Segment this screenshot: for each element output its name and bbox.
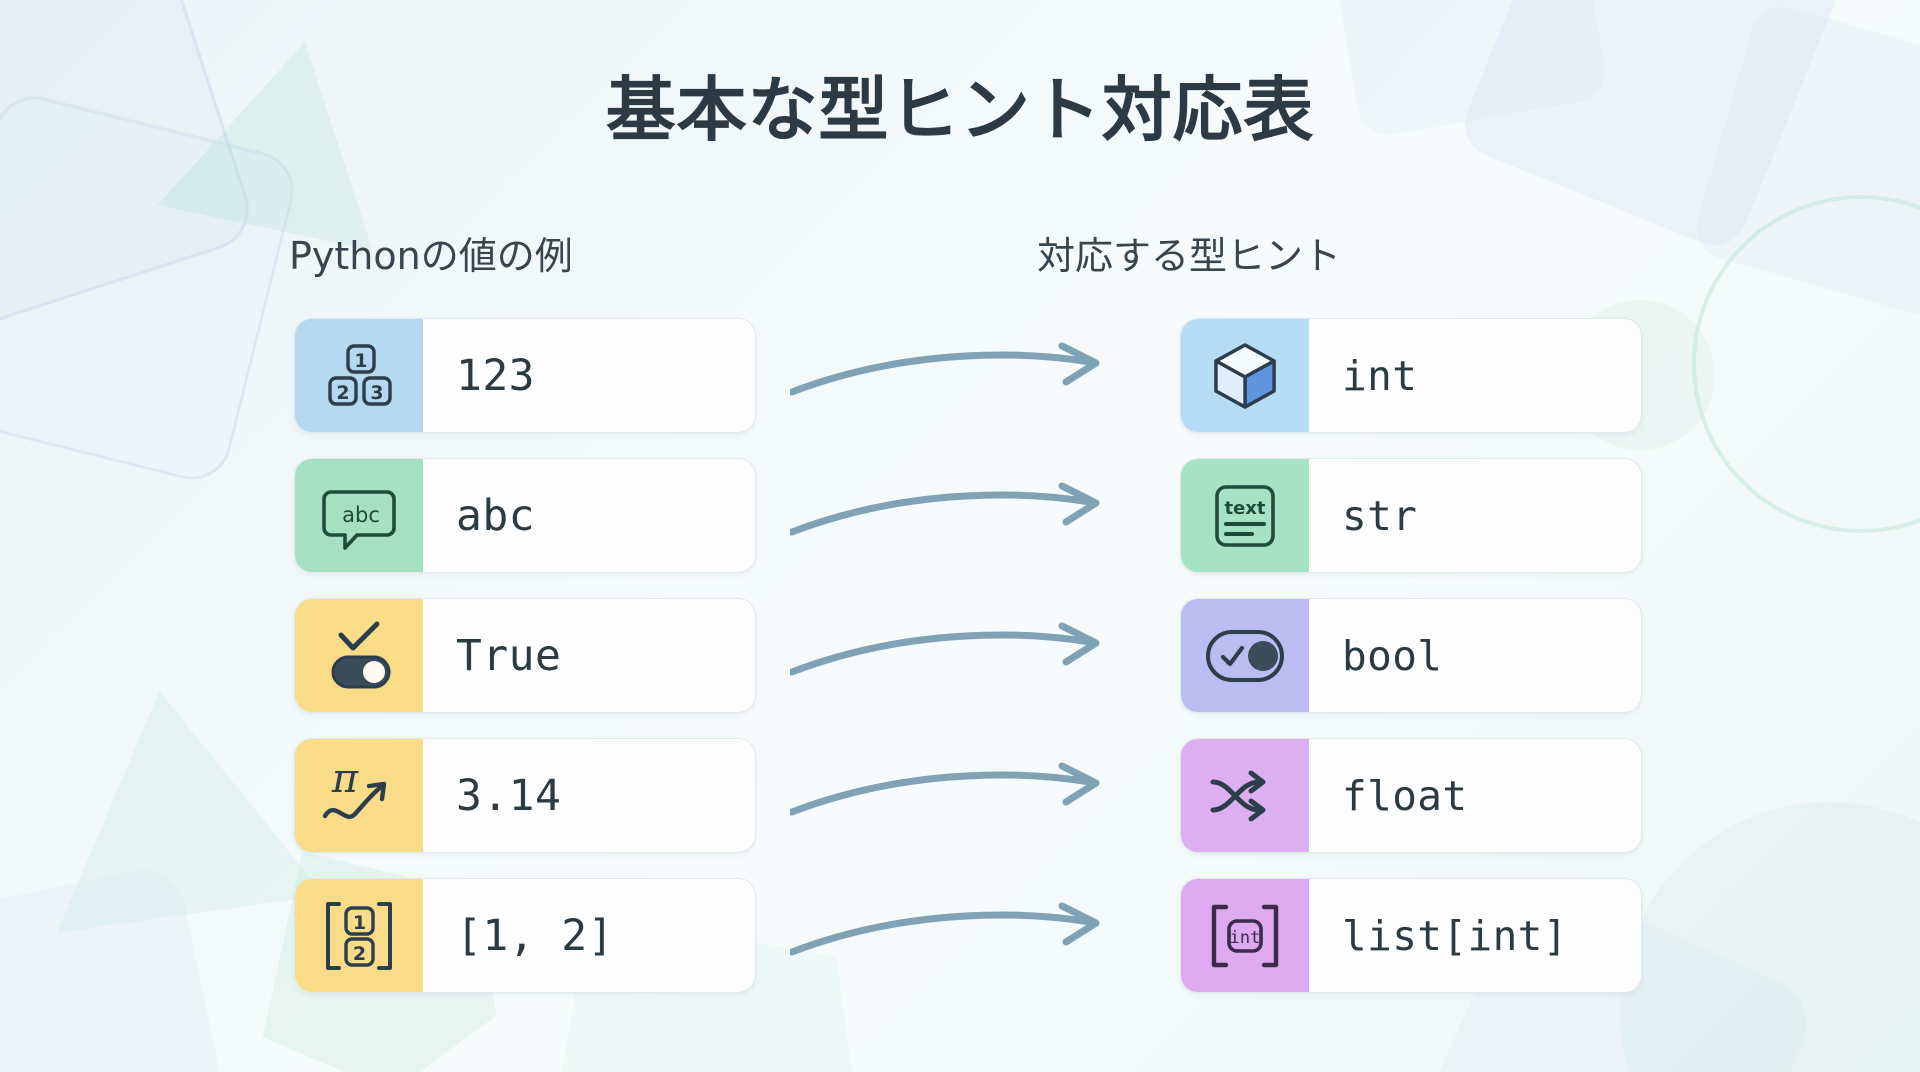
column-header-type-hints: 対応する型ヒント xyxy=(1036,234,1342,278)
value-card-list[interactable]: 1 2 [1, 2] xyxy=(294,878,756,993)
value-tile: 1 2 xyxy=(295,879,423,992)
curved-arrow-right-icon xyxy=(790,482,1100,536)
type-card-bool[interactable]: bool xyxy=(1180,598,1642,713)
icon-label-int: int xyxy=(1230,928,1261,948)
curved-arrow-right-icon xyxy=(790,342,1100,396)
type-hint-text: float xyxy=(1342,771,1468,820)
type-card-str[interactable]: text str xyxy=(1180,458,1642,573)
decor-blue-square-far-right xyxy=(1689,0,1920,321)
row-arrow xyxy=(790,620,1140,690)
value-text: 3.14 xyxy=(456,770,562,821)
table-row: 1 2 [1, 2] int xyxy=(0,878,1920,993)
curved-arrow-right-icon xyxy=(790,902,1100,956)
row-arrow xyxy=(790,480,1140,550)
value-tile: abc xyxy=(295,459,423,572)
icon-digit-1: 1 xyxy=(354,350,367,372)
table-row: 1 2 3 123 xyxy=(0,318,1920,433)
value-text: 123 xyxy=(456,350,535,401)
type-card-int[interactable]: int xyxy=(1180,318,1642,433)
table-row: π 3.14 xyxy=(0,738,1920,853)
number-blocks-123-icon: 1 2 3 xyxy=(328,343,392,406)
value-text: abc xyxy=(456,490,535,541)
value-card-abc[interactable]: abc abc xyxy=(294,458,756,573)
check-toggle-icon xyxy=(331,621,391,688)
type-hint-text: bool xyxy=(1342,631,1443,680)
row-arrow xyxy=(790,900,1140,970)
curved-arrow-right-icon xyxy=(790,762,1100,816)
type-tile xyxy=(1181,319,1309,432)
type-hint-text: str xyxy=(1342,491,1418,540)
icon-label-text: text xyxy=(1224,498,1265,519)
value-tile: 1 2 3 xyxy=(295,319,423,432)
value-tile xyxy=(295,599,423,712)
type-tile: int xyxy=(1181,879,1309,992)
speech-bubble-abc-icon: abc xyxy=(322,489,396,550)
toggle-check-icon xyxy=(1206,629,1284,682)
cube-icon xyxy=(1214,342,1276,409)
type-card-float[interactable]: float xyxy=(1180,738,1642,853)
icon-digit-2: 2 xyxy=(353,943,366,965)
value-text: True xyxy=(456,630,562,681)
icon-digit-1: 1 xyxy=(353,912,366,934)
value-tile: π xyxy=(295,739,423,852)
type-card-list-int[interactable]: int list[int] xyxy=(1180,878,1642,993)
value-card-pi[interactable]: π 3.14 xyxy=(294,738,756,853)
shuffle-arrows-icon xyxy=(1210,770,1266,821)
value-card-true[interactable]: True xyxy=(294,598,756,713)
row-arrow xyxy=(790,760,1140,830)
icon-label-pi: π xyxy=(331,759,359,802)
type-tile: text xyxy=(1181,459,1309,572)
icon-label-abc: abc xyxy=(342,503,380,527)
bracket-list-12-icon: 1 2 xyxy=(326,901,392,970)
table-row: True bool xyxy=(0,598,1920,713)
decor-rounded-square-top-left xyxy=(0,0,260,340)
mapping-table: 1 2 3 123 xyxy=(0,318,1920,1018)
type-tile xyxy=(1181,599,1309,712)
bracket-int-icon: int xyxy=(1211,904,1279,967)
value-card-123[interactable]: 1 2 3 123 xyxy=(294,318,756,433)
column-header-python-values: Pythonの値の例 xyxy=(289,234,573,278)
icon-digit-2: 2 xyxy=(336,382,349,404)
type-hint-text: int xyxy=(1342,351,1418,400)
table-row: abc abc text xyxy=(0,458,1920,573)
type-tile xyxy=(1181,739,1309,852)
value-text: [1, 2] xyxy=(456,910,614,961)
text-document-icon: text xyxy=(1215,484,1275,547)
pi-wave-arrow-icon: π xyxy=(322,759,387,819)
icon-digit-3: 3 xyxy=(370,382,383,404)
type-hint-text: list[int] xyxy=(1342,911,1568,960)
row-arrow xyxy=(790,340,1140,410)
curved-arrow-right-icon xyxy=(790,622,1100,676)
page-title: 基本な型ヒント対応表 xyxy=(605,69,1315,151)
